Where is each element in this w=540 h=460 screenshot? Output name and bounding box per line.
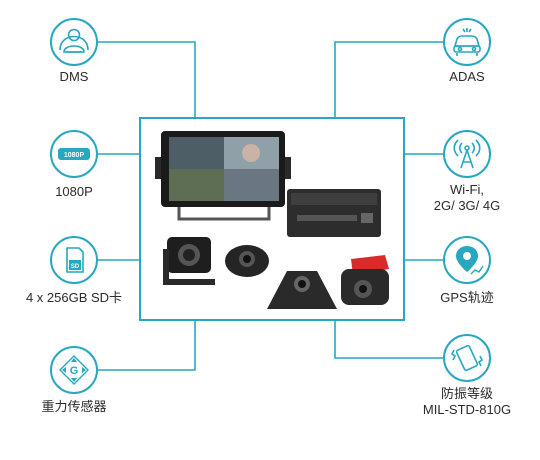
antenna-icon (443, 130, 491, 178)
sd-label: 4 x 256GB SD卡 (25, 290, 123, 305)
dvr-box-image (287, 189, 381, 237)
sd-card-icon: SD (50, 236, 98, 284)
1080p-label: 1080P (55, 184, 93, 199)
connector-shock (334, 320, 443, 359)
shock-label-line2: MIL-STD-810G (422, 402, 512, 417)
vibrating-phone-icon (443, 334, 491, 382)
dashcam-image (341, 255, 389, 305)
dome-camera-image (225, 245, 269, 277)
gsensor-label: 重力传感器 (41, 399, 107, 414)
connector-gsensor (98, 320, 196, 371)
car-collision-icon (443, 18, 491, 66)
dms-label: DMS (59, 69, 89, 84)
shock-label-line1: 防振等级 (440, 386, 494, 401)
wifi-label-line2: 2G/ 3G/ 4G (433, 198, 501, 213)
g-sensor-icon: G (50, 346, 98, 394)
side-camera-image (267, 271, 337, 309)
adas-label: ADAS (449, 69, 485, 84)
product-image-frame (139, 117, 405, 321)
connector-dms (98, 41, 196, 118)
gps-pin-icon (443, 236, 491, 284)
wifi-label-line1: Wi-Fi, (450, 182, 484, 197)
gps-label: GPS轨迹 (440, 290, 494, 305)
connector-adas (334, 41, 443, 118)
camera-bracket-image (163, 237, 215, 285)
product-illustration (155, 131, 389, 309)
sd-text: SD (71, 264, 80, 270)
chip-text: 1080P (64, 152, 85, 159)
g-text: G (70, 365, 79, 377)
dms-icon (50, 18, 98, 66)
monitor-image (155, 131, 291, 221)
1080p-chip-icon: 1080P (50, 130, 98, 178)
